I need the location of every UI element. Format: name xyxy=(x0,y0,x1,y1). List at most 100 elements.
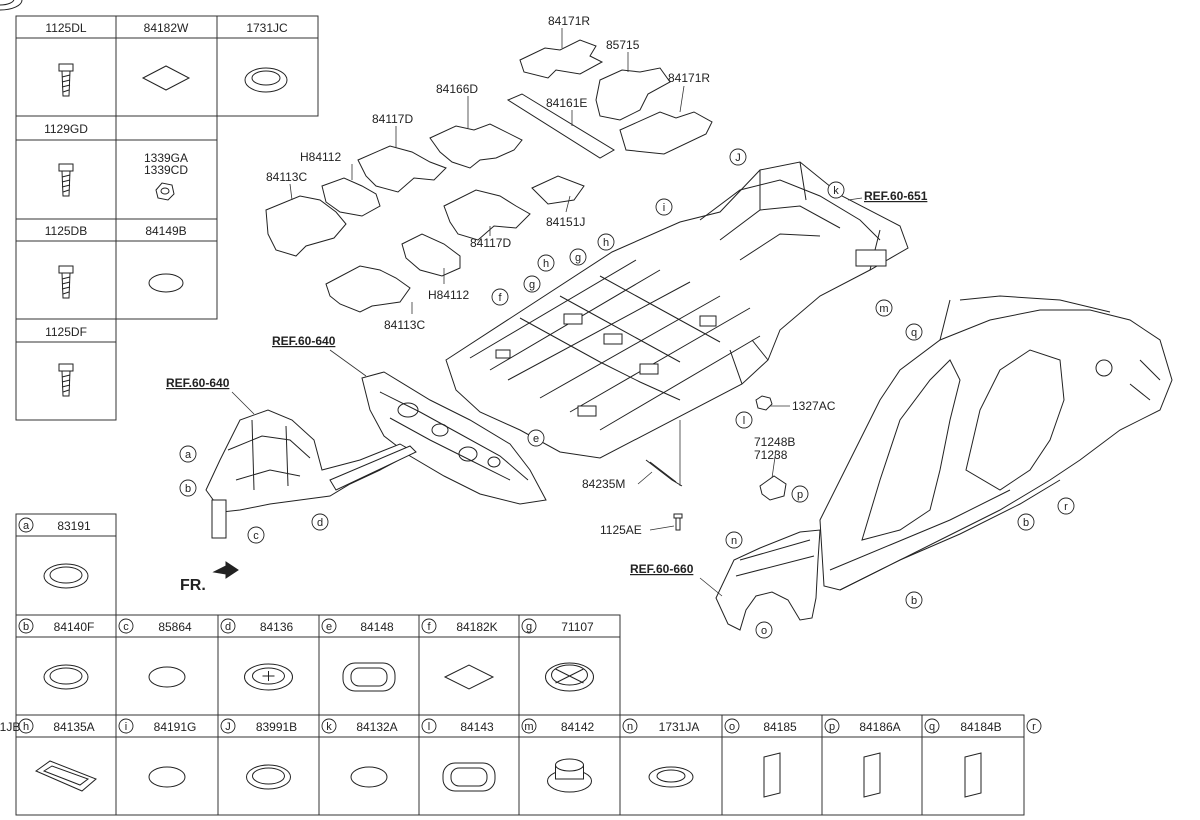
pad-84151J xyxy=(531,175,585,205)
label-H84112-bottom: H84112 xyxy=(428,288,469,302)
callout-letter: i xyxy=(663,202,665,214)
callout-h: h xyxy=(597,233,615,251)
callout-circle xyxy=(597,233,615,251)
callout-letter: h xyxy=(543,258,549,270)
legend-code: 84132A xyxy=(356,720,397,734)
pad-icon xyxy=(863,752,881,798)
legend-code: 84148 xyxy=(360,620,394,634)
pad-85715 xyxy=(595,67,671,121)
legend-code: 83191 xyxy=(57,519,91,533)
nut-1327AC xyxy=(755,395,773,411)
pad-H84112-top xyxy=(321,177,381,217)
floor-pads xyxy=(265,39,713,313)
fastener-code-1731JC: 1731JC xyxy=(246,21,288,35)
legend-letter: c xyxy=(123,621,129,633)
callout-letter: l xyxy=(743,415,745,427)
label-84113C-top: 84113C xyxy=(266,170,307,184)
callout-i: i xyxy=(655,198,673,216)
ref-60-651: REF.60-651 xyxy=(864,189,928,203)
oblong-grommet-icon xyxy=(442,762,496,792)
dash-panel xyxy=(361,371,547,505)
legend-code: 83991B xyxy=(256,720,297,734)
pad-icon xyxy=(763,752,781,798)
legend-letter: J xyxy=(225,721,231,733)
ref-60-660: REF.60-660 xyxy=(630,562,694,576)
nut-icon xyxy=(155,182,175,201)
label-84171R-right: 84171R xyxy=(668,71,710,85)
square-pad-icon xyxy=(141,65,191,91)
legend-letter-circle xyxy=(824,718,840,734)
legend-letter-circle xyxy=(118,718,134,734)
legend-letter: p xyxy=(829,721,835,733)
ring-grommet-icon xyxy=(0,0,23,11)
legend-letter-circle xyxy=(421,718,437,734)
callout-letter: c xyxy=(253,530,259,542)
legend-code: 84136 xyxy=(260,620,294,634)
label-84235M: 84235M xyxy=(582,477,625,491)
front-structure xyxy=(205,409,417,539)
legend-code: 1731JA xyxy=(659,720,700,734)
callout-b: b xyxy=(905,591,923,609)
callout-p: p xyxy=(791,485,809,503)
callout-circle xyxy=(755,621,773,639)
front-direction-marker: FR. xyxy=(180,561,239,594)
callout-letter: m xyxy=(879,303,888,315)
legend-item-d: d 84136 xyxy=(220,618,294,634)
pad-icon xyxy=(964,752,982,798)
oval-plug-icon xyxy=(148,273,184,293)
callout-c: c xyxy=(247,526,265,544)
ref-60-640-front: REF.60-640 xyxy=(166,376,230,390)
bolt-1125AE xyxy=(673,513,683,531)
callout-n: n xyxy=(725,531,743,549)
front-label: FR. xyxy=(180,577,206,594)
legend-letter-circle xyxy=(521,618,537,634)
fastener-code-1129GD: 1129GD xyxy=(44,122,88,136)
pad-84161E xyxy=(506,93,615,159)
label-71238: 71238 xyxy=(754,448,788,462)
legend-letter: d xyxy=(225,621,231,633)
legend-letter: r xyxy=(1032,721,1036,733)
leader-lines xyxy=(289,28,863,531)
legend-letter: n xyxy=(627,721,633,733)
callout-circle xyxy=(735,411,753,429)
callout-circle xyxy=(827,181,845,199)
legend-code: 84135A xyxy=(53,720,94,734)
fastener-code-1125DB: 1125DB xyxy=(45,224,87,238)
label-84117D-top: 84117D xyxy=(372,112,413,126)
rod-84235M xyxy=(645,459,683,487)
legend-letter-circle xyxy=(421,618,437,634)
legend-letter-circle xyxy=(220,718,236,734)
bolt-icon xyxy=(58,163,74,197)
callout-a: a xyxy=(179,445,197,463)
callout-letter: e xyxy=(533,433,539,445)
legend-code: 71107 xyxy=(561,620,594,634)
legend-letter-circle xyxy=(18,618,34,634)
legend-code: 84182K xyxy=(456,620,497,634)
bolt-icon xyxy=(58,265,74,299)
callout-letter: J xyxy=(735,152,741,164)
callout-q: q xyxy=(905,323,923,341)
nut-code-1339CD: 1339CD xyxy=(144,163,188,177)
callout-b: b xyxy=(1017,513,1035,531)
legend-letter: b xyxy=(23,621,29,633)
callout-letter: f xyxy=(498,292,502,304)
callout-e: e xyxy=(527,429,545,447)
callout-J: J xyxy=(729,148,747,166)
bolt-icon xyxy=(58,63,74,97)
label-84151J: 84151J xyxy=(546,215,585,229)
legend-item-J: J 83991B xyxy=(220,718,297,734)
label-H84112-top: H84112 xyxy=(300,150,341,164)
callout-letter: o xyxy=(761,625,767,637)
bracket-71248B xyxy=(759,475,787,501)
callout-circle xyxy=(569,248,587,266)
flat-plug-icon xyxy=(148,666,186,688)
flat-plug-icon xyxy=(148,766,186,788)
small-parts xyxy=(645,395,787,531)
